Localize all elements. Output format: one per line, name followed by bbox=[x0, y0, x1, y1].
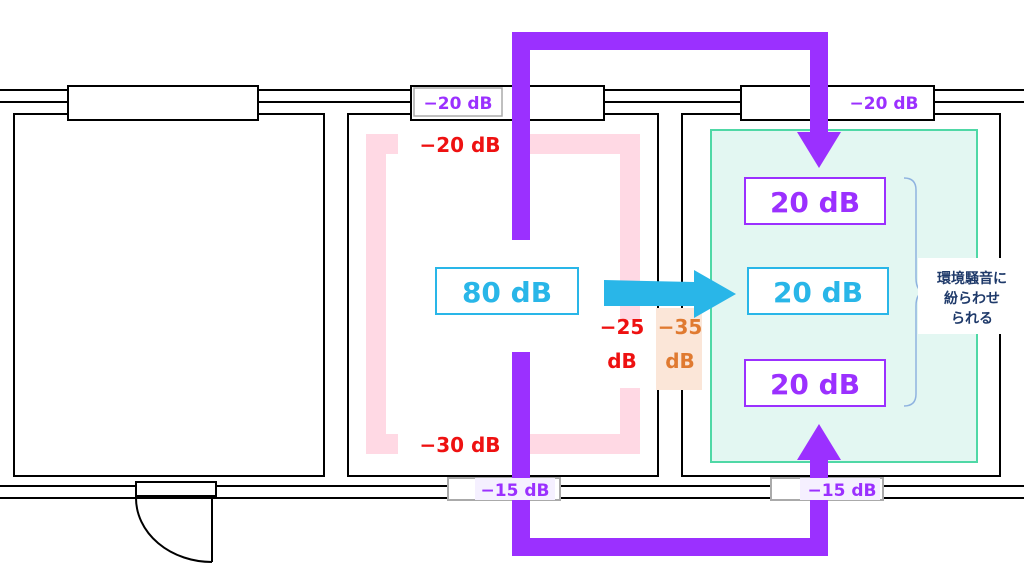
reduce-wall-orange-unit: dB bbox=[665, 349, 695, 373]
masking-note-box bbox=[918, 258, 1024, 334]
wall-highlight bbox=[656, 308, 702, 390]
door-right-label: −15 dB bbox=[808, 481, 877, 501]
room-left bbox=[13, 113, 325, 477]
recv-mid-label: 20 dB bbox=[773, 276, 863, 309]
reduce-top-label: −20 dB bbox=[419, 133, 500, 157]
source-level-box bbox=[435, 267, 579, 315]
window-middle-label-box bbox=[413, 87, 503, 117]
insulation-bracket bbox=[366, 134, 640, 454]
door-middle-label-box bbox=[475, 478, 555, 500]
reduce-wall-orange-num: −35 bbox=[658, 315, 703, 339]
recv-top-box bbox=[744, 177, 886, 225]
window-right-label: −20 dB bbox=[850, 94, 919, 114]
door-right-label-box bbox=[800, 478, 880, 500]
flanking-path-bottom bbox=[512, 352, 841, 556]
door-middle-label: −15 dB bbox=[481, 481, 550, 501]
recv-top-label: 20 dB bbox=[770, 186, 860, 219]
reduce-wall-red-num: −25 bbox=[600, 315, 645, 339]
window-left bbox=[67, 85, 259, 121]
reduce-wall-red-unit: dB bbox=[607, 349, 637, 373]
window-middle-label: −20 dB bbox=[424, 94, 493, 114]
flanking-path-top bbox=[512, 32, 841, 240]
recv-mid-box bbox=[747, 267, 889, 315]
masking-note-line3: られる bbox=[951, 311, 993, 327]
direct-sound-arrow bbox=[604, 270, 736, 318]
masking-note-line2: 紛らわせ bbox=[944, 290, 1000, 307]
window-right bbox=[740, 85, 935, 121]
masking-note-line1: 環境騒音に bbox=[937, 270, 1007, 287]
reduce-bottom-label: −30 dB bbox=[419, 433, 500, 457]
source-level-label: 80 dB bbox=[462, 276, 552, 309]
recv-bottom-label: 20 dB bbox=[770, 368, 860, 401]
recv-bottom-box bbox=[744, 359, 886, 407]
door-left-room bbox=[135, 481, 217, 563]
